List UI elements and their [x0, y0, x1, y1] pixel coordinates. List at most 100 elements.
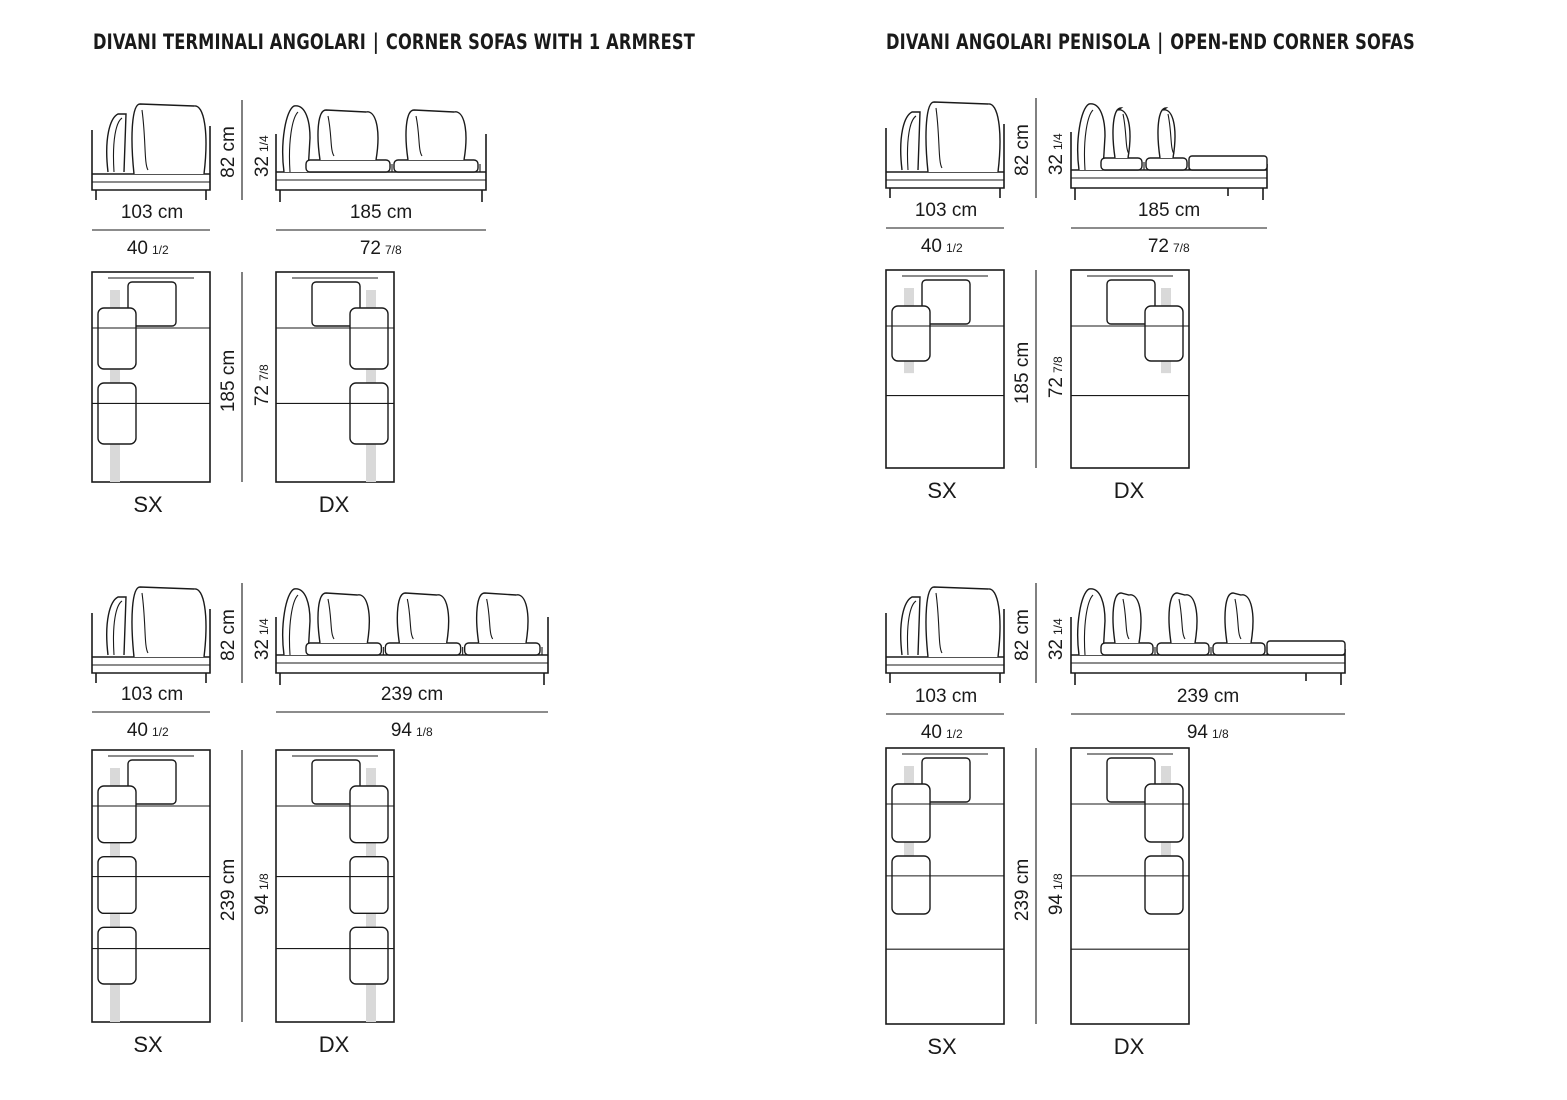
height-inch-label-whole: 32 [252, 156, 273, 177]
plan-inch-label-whole: 72 [252, 385, 273, 406]
dx-label: DX [319, 1032, 350, 1057]
length-inch-label-whole: 72 [360, 238, 381, 259]
depth-inch-label-fraction: 1/2 [946, 241, 963, 255]
height-inch-label: 321/4 [1046, 618, 1067, 660]
height-inch-label: 321/4 [252, 618, 273, 660]
plan-side-cushion [97, 307, 137, 370]
arm-cushion [900, 111, 921, 171]
back-cushion-fold [327, 115, 335, 157]
height-inch-label-fraction: 1/4 [257, 618, 271, 635]
plan-inch-label-whole: 94 [1046, 894, 1067, 916]
end-elevation [91, 103, 211, 200]
back-cushion-fold [935, 592, 943, 654]
plan-side-cushion [1144, 305, 1184, 362]
back-cushion-fold [1178, 598, 1186, 640]
length-cm-label: 185 cm [350, 202, 412, 223]
arm-cushion [106, 113, 127, 173]
back-cushion [131, 586, 207, 658]
back-cushion-fold [406, 598, 414, 640]
section-title-open-end-sofas: DIVANI ANGOLARI PENISOLA|OPEN-END CORNER… [886, 30, 1415, 54]
plan-back-cushion [127, 759, 177, 805]
height-inch-label-whole: 32 [1046, 639, 1067, 660]
seat-cushion [305, 642, 383, 656]
plan-back-cushion [921, 757, 971, 803]
plan-inch-label-fraction: 7/8 [257, 364, 271, 381]
body-outline [885, 609, 1005, 674]
plan-side-cushion [349, 382, 389, 445]
plan-inch-label-fraction: 1/8 [1051, 873, 1065, 890]
sx-label: SX [133, 1032, 163, 1057]
length-inch-label-whole: 94 [1187, 722, 1209, 743]
back-cushion-fold [141, 592, 149, 654]
dx-label: DX [1114, 478, 1145, 503]
depth-inch-label-fraction: 1/2 [152, 725, 169, 739]
depth-cm-label: 103 cm [121, 684, 183, 705]
depth-inch-label-whole: 40 [127, 720, 148, 741]
back-cushion [475, 592, 529, 644]
plan-sx [91, 271, 211, 483]
back-cushion [405, 109, 467, 161]
plan-outline [885, 269, 1005, 469]
plan-outline [1070, 269, 1190, 469]
title-english: OPEN-END CORNER SOFAS [1170, 30, 1415, 54]
body-outline [885, 124, 1005, 189]
dx-label: DX [319, 492, 350, 517]
height-cm-label: 82 cm [218, 609, 239, 661]
plan-side-cushion [97, 785, 137, 844]
back-cushion-fold [141, 109, 149, 171]
seat-cushion [1100, 642, 1154, 656]
plan-cm-label: 239 cm [218, 859, 239, 921]
length-inch-label-fraction: 1/8 [1212, 727, 1229, 741]
seat-cushion [384, 642, 462, 656]
title-italian: DIVANI ANGOLARI PENISOLA [886, 30, 1151, 54]
plan-side-cushion [97, 926, 137, 985]
arm-fold [906, 600, 917, 656]
back-cushion [1224, 592, 1254, 644]
back-cushion [396, 592, 450, 644]
seat-cushion [393, 159, 479, 173]
body-outline [275, 134, 487, 191]
plan-dx [275, 271, 395, 483]
plan-sx [885, 747, 1005, 1025]
sx-label: SX [133, 492, 163, 517]
plan-side-cushion [1144, 855, 1184, 915]
length-cm-label: 239 cm [381, 684, 443, 705]
arm-fold [1083, 594, 1094, 656]
plan-outline [91, 271, 211, 483]
body-outline [91, 609, 211, 674]
arm-fold [112, 117, 123, 173]
seat-cushion [463, 642, 541, 656]
body-outline [1070, 617, 1346, 674]
sx-label: SX [927, 478, 957, 503]
seat-cushion [305, 159, 391, 173]
plan-inch-label: 941/8 [1046, 873, 1067, 915]
plan-inch-label: 941/8 [252, 873, 273, 915]
plan-back-cushion [127, 281, 177, 327]
arm-fold [1083, 109, 1094, 171]
plan-side-cushion [349, 785, 389, 844]
sofa-elevation [1070, 103, 1268, 200]
arm-cushion [900, 596, 921, 656]
title-separator: | [372, 30, 379, 54]
plan-cm-label: 239 cm [1012, 859, 1033, 921]
height-cm-label: 82 cm [218, 126, 239, 178]
open-end-cushion [1266, 640, 1346, 656]
height-cm-label: 82 cm [1012, 609, 1033, 661]
plan-back-cushion [1106, 757, 1156, 803]
body-outline [275, 617, 549, 674]
plan-inch-label: 727/8 [252, 364, 273, 406]
back-cushion-fold [327, 598, 335, 640]
plan-side-cushion [349, 307, 389, 370]
plan-outline [275, 271, 395, 483]
plan-dx [1070, 747, 1190, 1025]
plan-inch-label-fraction: 7/8 [1051, 356, 1065, 373]
length-inch-label-fraction: 7/8 [385, 243, 402, 257]
title-italian: DIVANI TERMINALI ANGOLARI [93, 30, 366, 54]
plan-side-cushion [97, 855, 137, 915]
plan-cm-label: 185 cm [1012, 342, 1033, 404]
back-cushion-fold [1234, 598, 1242, 640]
